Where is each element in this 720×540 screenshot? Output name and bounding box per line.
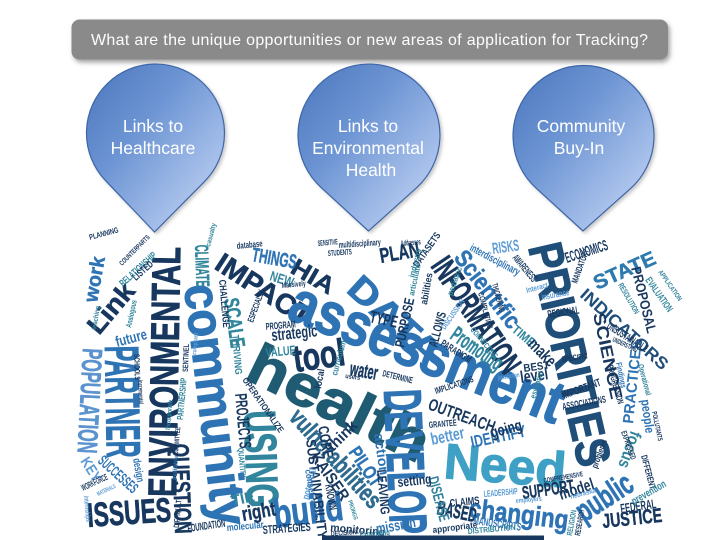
- svg-text:design: design: [130, 457, 146, 483]
- svg-text:build: build: [271, 485, 346, 537]
- svg-text:tool: tool: [290, 332, 347, 381]
- svg-text:SPECIFIC: SPECIFIC: [561, 351, 588, 364]
- svg-text:CLAIMS: CLAIMS: [449, 495, 480, 510]
- svg-text:database: database: [236, 238, 263, 251]
- svg-text:CLIMATE: CLIMATE: [190, 244, 212, 287]
- svg-text:LEADERSHIP: LEADERSHIP: [483, 486, 518, 499]
- svg-text:GRANTEE: GRANTEE: [428, 418, 457, 430]
- svg-text:PROJECTS: PROJECTS: [231, 393, 255, 449]
- svg-text:Expanding: Expanding: [360, 528, 391, 539]
- svg-text:RESEARCH: RESEARCH: [573, 509, 586, 536]
- svg-text:SCHOOLS: SCHOOLS: [132, 354, 142, 381]
- svg-text:QUESTION: QUESTION: [166, 443, 196, 534]
- svg-text:users: users: [345, 373, 361, 382]
- svg-text:PARTNER: PARTNER: [94, 345, 149, 458]
- svg-text:Links to: Links to: [123, 116, 183, 136]
- svg-text:QUANTITY: QUANTITY: [236, 447, 248, 478]
- svg-text:DIFFICULT: DIFFICULT: [172, 499, 183, 528]
- svg-text:USING: USING: [234, 410, 288, 509]
- svg-text:Massively: Massively: [281, 279, 306, 290]
- svg-text:people: people: [638, 398, 658, 434]
- svg-text:monitoring: monitoring: [330, 522, 386, 539]
- svg-text:PRONGS: PRONGS: [346, 500, 358, 521]
- svg-text:internships: internships: [82, 496, 91, 523]
- svg-text:Community: Community: [537, 116, 626, 136]
- svg-text:SENSITIVE: SENSITIVE: [317, 237, 338, 248]
- svg-text:incremental: incremental: [136, 380, 144, 404]
- svg-text:available: available: [172, 455, 180, 480]
- svg-text:molecular: molecular: [226, 520, 264, 534]
- svg-text:jurisdiction: jurisdiction: [497, 372, 520, 382]
- svg-text:setting: setting: [397, 471, 432, 490]
- svg-text:compliant: compliant: [192, 333, 200, 355]
- svg-text:DECISION: DECISION: [331, 529, 357, 538]
- svg-text:Buy-In: Buy-In: [554, 138, 605, 158]
- svg-text:Links to: Links to: [338, 116, 398, 136]
- svg-text:DEVELOP: DEVELOP: [372, 388, 437, 535]
- svg-text:What are the unique opportunit: What are the unique opportunities or new…: [91, 32, 648, 49]
- svg-text:Environmental: Environmental: [312, 138, 424, 158]
- svg-text:PROGRAM: PROGRAM: [265, 319, 296, 333]
- svg-text:TIE: TIE: [229, 488, 256, 510]
- svg-text:RISKS: RISKS: [491, 237, 520, 258]
- svg-text:COMMITTEE: COMMITTEE: [173, 426, 182, 455]
- svg-text:RELIGION: RELIGION: [565, 509, 578, 536]
- svg-text:NEW: NEW: [268, 268, 296, 291]
- svg-text:multidisciplinary: multidisciplinary: [338, 237, 381, 250]
- svg-text:DISTRIBUTION: DISTRIBUTION: [467, 523, 516, 536]
- svg-text:POPULATION: POPULATION: [72, 348, 108, 454]
- svg-text:BEST: BEST: [523, 359, 551, 375]
- svg-text:KNOWN: KNOWN: [322, 483, 338, 511]
- svg-text:action: action: [371, 432, 393, 476]
- svg-text:LEAVING: LEAVING: [374, 469, 393, 515]
- svg-text:Need: Need: [442, 433, 568, 498]
- svg-text:local: local: [313, 368, 327, 390]
- svg-text:employers: employers: [516, 496, 543, 505]
- svg-text:ISSUES: ISSUES: [86, 491, 172, 535]
- svg-text:insurance: insurance: [541, 287, 570, 302]
- svg-text:water: water: [348, 358, 380, 385]
- svg-text:mission: mission: [375, 514, 417, 538]
- svg-text:SENTINEL: SENTINEL: [181, 344, 191, 372]
- svg-text:PARTNERSHIP: PARTNERSHIP: [175, 377, 189, 420]
- svg-text:REGIONAL: REGIONAL: [547, 305, 581, 321]
- svg-text:strategic: strategic: [270, 321, 318, 345]
- svg-text:CHALLENGE: CHALLENGE: [216, 279, 231, 328]
- svg-text:FEDERAL: FEDERAL: [619, 496, 657, 516]
- svg-text:STUDENTS: STUDENTS: [328, 247, 353, 258]
- svg-text:Incorporate: Incorporate: [165, 400, 175, 431]
- svg-text:FOUNDATION: FOUNDATION: [187, 518, 226, 535]
- svg-text:VALUE: VALUE: [265, 342, 296, 360]
- svg-text:STRATEGIES: STRATEGIES: [262, 520, 311, 537]
- svg-text:right: right: [240, 498, 278, 526]
- svg-text:level: level: [519, 364, 549, 387]
- svg-text:Addresses: Addresses: [400, 237, 421, 248]
- svg-text:THRIVING: THRIVING: [229, 334, 243, 375]
- svg-text:CORE: CORE: [314, 425, 336, 459]
- svg-text:teaching: teaching: [91, 305, 102, 330]
- svg-text:Health: Health: [346, 160, 397, 180]
- svg-text:Healthcare: Healthcare: [111, 138, 196, 158]
- svg-text:ENVIRONMENTAL: ENVIRONMENTAL: [141, 246, 189, 497]
